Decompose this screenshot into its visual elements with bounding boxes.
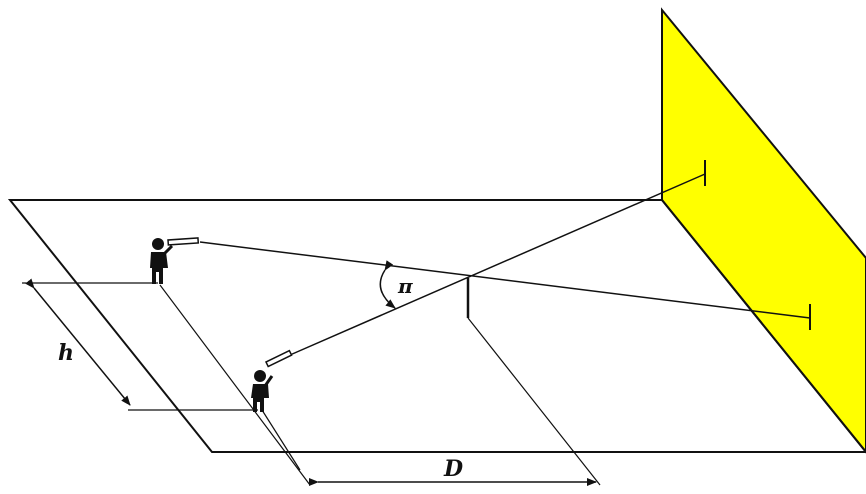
angle-label: π (397, 274, 413, 298)
projection-top-observer (159, 284, 311, 486)
telescope-top (167, 237, 200, 246)
h-label: h (58, 340, 74, 366)
floor-plane (7, 199, 866, 453)
observer-top-figure (150, 237, 200, 284)
sight-line-top-observer (199, 241, 811, 319)
h-dimension-arrow (25, 278, 131, 406)
sight-line-bottom-observer (289, 173, 706, 356)
observer-bottom-figure (251, 349, 293, 412)
yellow-wall (661, 7, 866, 454)
d-label: D (443, 456, 463, 482)
telescope-bottom (264, 349, 293, 368)
projection-bottom-observer (261, 409, 301, 471)
angle-arc (379, 260, 396, 309)
projection-crossing (467, 317, 601, 486)
